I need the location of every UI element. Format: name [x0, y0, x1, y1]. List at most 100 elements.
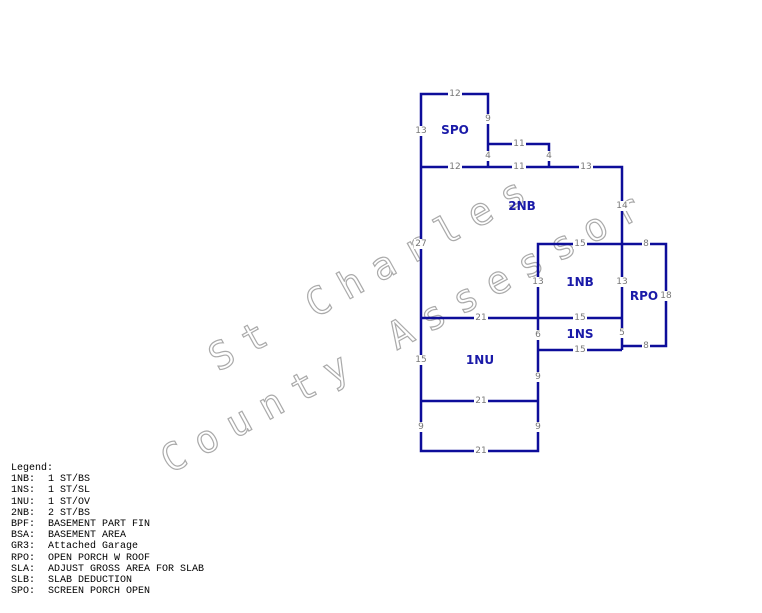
dimension-label: 27 [415, 239, 426, 249]
dimension-label-bg [573, 239, 587, 249]
legend-code: BSA: [11, 530, 36, 542]
dimension-label: 8 [643, 341, 649, 351]
dimension-label-bg [534, 330, 542, 340]
legend-description: BASEMENT PART FIN [48, 518, 151, 530]
dimension-label: 13 [616, 277, 627, 287]
legend-code: SLA: [11, 563, 36, 575]
dimension-label-bg [417, 422, 425, 432]
left-wall [419, 167, 668, 453]
dimension-label-bg [618, 328, 626, 338]
legend-item: 1NS: 1 ST/SL [11, 485, 204, 496]
dimension-label-bg [545, 151, 553, 161]
dimension-label: 9 [485, 114, 491, 124]
dimension-label: 4 [546, 151, 552, 161]
dimension-label: 6 [535, 330, 541, 340]
legend-item: 2NB: 2 ST/BS [11, 508, 204, 519]
dimension-label-bg [534, 422, 542, 432]
dimension-label-bg [474, 313, 488, 323]
legend-item: GR3: Attached Garage [11, 541, 204, 552]
dimension-label-bg [659, 291, 673, 301]
legend-code: 1NB: [11, 474, 36, 486]
legend-item: SLA: ADJUST GROSS AREA FOR SLAB [11, 564, 204, 575]
legend: Legend:1NB: 1 ST/BS 1NS: 1 ST/SL 1NU: 1 ST/OV… [11, 463, 204, 597]
legend-description: 1 ST/BS [48, 474, 91, 486]
dimension-label-bg [573, 345, 587, 355]
dimension-label: 21 [475, 446, 486, 456]
area-label-2nb: 2NB [508, 199, 536, 213]
dimension-label: 15 [574, 239, 585, 249]
legend-item: SPO: SCREEN PORCH OPEN [11, 586, 204, 597]
legend-description: 1 ST/SL [48, 485, 91, 497]
legend-description: 1 ST/OV [48, 496, 91, 508]
dimension-label: 11 [513, 162, 524, 172]
dimension-label: 15 [574, 313, 585, 323]
legend-code: RPO: [11, 552, 36, 564]
area-label-1ns: 1NS [566, 327, 593, 341]
area-label-1nu: 1NU [466, 353, 494, 367]
legend-item: RPO: OPEN PORCH W ROOF [11, 553, 204, 564]
dimension-label: 15 [574, 345, 585, 355]
legend-code: GR3: [11, 541, 36, 553]
dimension-label-bg [414, 239, 428, 249]
dimension-label-bg [615, 201, 629, 211]
dimension-label: 18 [660, 291, 672, 301]
dimension-label-bg [512, 162, 526, 172]
legend-code: 1NS: [11, 485, 36, 497]
legend-item: SLB: SLAB DEDUCTION [11, 575, 204, 586]
area-label-spo: SPO [441, 123, 469, 137]
dimension-label-bg [474, 396, 488, 406]
dimension-label: 12 [449, 89, 460, 99]
legend-code: 1NU: [11, 496, 36, 508]
dimension-label: 21 [475, 313, 486, 323]
legend-code: SLB: [11, 574, 36, 586]
dimension-label-bg [448, 89, 462, 99]
legend-description: SCREEN PORCH OPEN [48, 586, 151, 598]
dimension-label: 12 [449, 162, 460, 172]
legend-title: Legend: [11, 463, 54, 474]
dimension-label: 13 [580, 162, 591, 172]
dimension-label-bg [414, 355, 428, 365]
dimension-label-bg [512, 139, 526, 149]
area-labels: SPO 2NB 1NB RPO 1NS 1NU [441, 123, 658, 367]
legend-item: 1NB: 1 ST/BS [11, 474, 204, 485]
legend-description: SLAB DEDUCTION [48, 574, 133, 586]
dimension-label-bg [448, 162, 462, 172]
dimension-label: 5 [619, 328, 625, 338]
dimension-label-bg [642, 239, 650, 249]
dimension-label-bg [579, 162, 593, 172]
legend-description: ADJUST GROSS AREA FOR SLAB [48, 563, 205, 575]
dimension-label: 13 [532, 277, 543, 287]
dimension-label-bg [534, 372, 542, 382]
legend-description: BASEMENT AREA [48, 530, 127, 542]
dimension-label-bg [642, 341, 650, 351]
dimension-label-bg [615, 277, 629, 287]
legend-description: OPEN PORCH W ROOF [48, 552, 151, 564]
legend-code: BPF: [11, 518, 36, 530]
dimension-label: 9 [535, 422, 541, 432]
dimension-label-bg [531, 277, 545, 287]
legend-description: Attached Garage [48, 541, 139, 553]
legend-description: 2 ST/BS [48, 507, 91, 519]
dimension-label: 9 [418, 422, 424, 432]
dimension-label: 21 [475, 396, 486, 406]
legend-code: SPO: [11, 586, 36, 598]
legend-code: 2NB: [11, 507, 36, 519]
dimension-label-bg [474, 446, 488, 456]
dimension-label: 13 [415, 126, 426, 136]
2nb-top [421, 165, 624, 350]
dimension-label: 14 [616, 201, 628, 211]
dimension-label: 9 [535, 372, 541, 382]
area-label-rpo: RPO [630, 289, 658, 303]
legend-item: 1NU: 1 ST/OV [11, 497, 204, 508]
dimension-label: 4 [485, 151, 491, 161]
area-label-1nb: 1NB [566, 275, 594, 289]
dimension-label-bg [484, 151, 492, 161]
dimension-label: 11 [513, 139, 524, 149]
dimension-label-bg [414, 126, 428, 136]
legend-item: BPF: BASEMENT PART FIN [11, 519, 204, 530]
dimension-label: 8 [643, 239, 649, 249]
legend-item: BSA: BASEMENT AREA [11, 530, 204, 541]
